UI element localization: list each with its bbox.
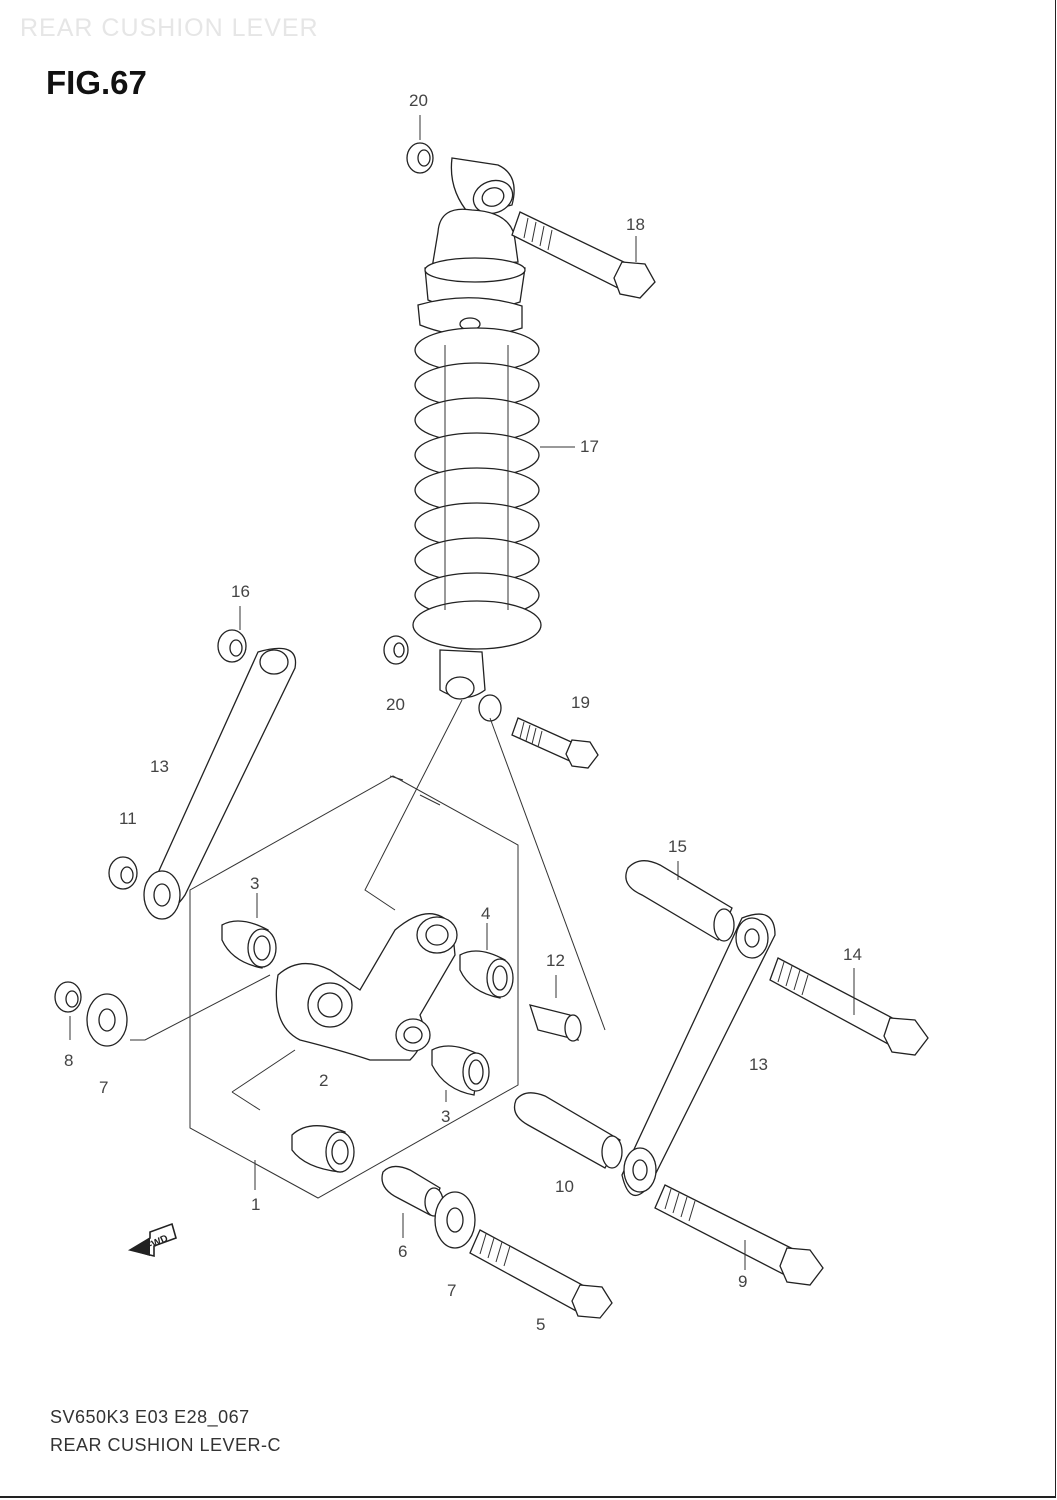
nut-8 xyxy=(54,981,82,1013)
cushion-lever-2 xyxy=(275,912,458,1061)
header-watermark: REAR CUSHION LEVER xyxy=(20,14,319,42)
callout-14: 14 xyxy=(843,945,862,964)
callout-5: 5 xyxy=(536,1315,545,1334)
callout-13-left: 13 xyxy=(150,757,169,776)
bolt-5 xyxy=(469,1229,613,1319)
figure-title: FIG.67 xyxy=(46,64,147,101)
washer-7-left xyxy=(86,993,128,1047)
callout-12: 12 xyxy=(546,951,565,970)
callout-18: 18 xyxy=(626,215,645,234)
bolt-14 xyxy=(769,957,929,1056)
bushing-shock-bottom xyxy=(478,694,502,722)
callout-7-right: 7 xyxy=(447,1281,456,1300)
bearing-1-area xyxy=(291,1125,355,1173)
bolt-9 xyxy=(654,1184,824,1286)
bolt-19 xyxy=(511,717,599,769)
callout-numbers: 20 18 17 16 20 19 13 11 3 4 15 14 12 8 7… xyxy=(64,91,862,1334)
nut-11 xyxy=(108,856,138,890)
forward-label: FWD xyxy=(145,1233,170,1253)
callout-16: 16 xyxy=(231,582,250,601)
forward-direction-arrow-icon: FWD xyxy=(127,1222,177,1258)
washer-7-right xyxy=(434,1191,476,1249)
callout-3-upper: 3 xyxy=(250,874,259,893)
callout-6: 6 xyxy=(398,1242,407,1261)
nut-16 xyxy=(217,629,247,663)
callout-9: 9 xyxy=(738,1272,747,1291)
bearing-3-lower xyxy=(431,1045,490,1096)
callout-20-top: 20 xyxy=(409,91,428,110)
spacer-15 xyxy=(625,860,735,942)
diagram-name: REAR CUSHION LEVER-C xyxy=(50,1435,282,1455)
spacer-10 xyxy=(513,1092,623,1169)
callout-8: 8 xyxy=(64,1051,73,1070)
cushion-rod-13-right xyxy=(621,913,776,1196)
spacer-12 xyxy=(529,1004,582,1042)
callout-17: 17 xyxy=(580,437,599,456)
spacer-6 xyxy=(381,1165,444,1217)
callout-15: 15 xyxy=(668,837,687,856)
callout-11: 11 xyxy=(119,809,137,828)
cushion-rod-13-left xyxy=(143,647,297,920)
collar-20-bottom xyxy=(383,635,409,665)
bearing-4 xyxy=(459,950,514,999)
bearing-3-upper xyxy=(221,920,277,969)
bolt-18 xyxy=(511,211,656,299)
callout-20-bottom: 20 xyxy=(386,695,405,714)
assembly-outline xyxy=(130,699,606,1199)
callout-3-lower: 3 xyxy=(441,1107,450,1126)
collar-20-top xyxy=(406,142,434,174)
callout-19: 19 xyxy=(571,693,590,712)
diagram-code: SV650K3 E03 E28_067 xyxy=(50,1407,250,1427)
callout-1: 1 xyxy=(251,1195,260,1214)
callout-13-right: 13 xyxy=(749,1055,768,1074)
callout-4: 4 xyxy=(481,904,490,923)
rear-shock-absorber xyxy=(412,157,542,700)
callout-2: 2 xyxy=(319,1071,328,1090)
callout-10: 10 xyxy=(555,1177,574,1196)
callout-7-left: 7 xyxy=(99,1078,108,1097)
callout-leaders xyxy=(69,115,855,1270)
